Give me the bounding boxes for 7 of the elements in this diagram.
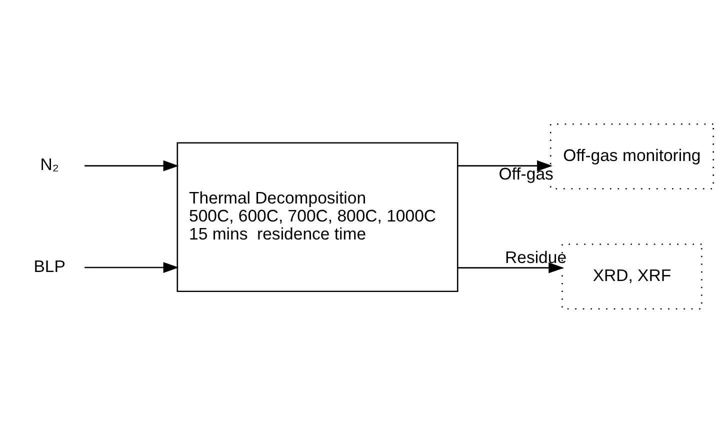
arrow — [84, 262, 179, 273]
arrow — [458, 160, 553, 172]
arrow — [84, 160, 179, 172]
node-text: N₂ — [40, 154, 59, 174]
node-text: BLP — [34, 256, 66, 276]
node-box: Thermal Decomposition 500C, 600C, 700C, 800C, 1000C 15 mins residence time — [176, 142, 458, 292]
arrow — [458, 262, 564, 274]
